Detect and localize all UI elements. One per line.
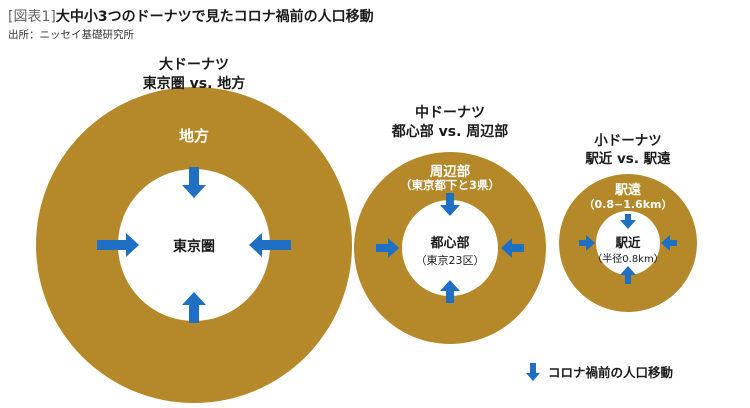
small-donut-inner-hole xyxy=(596,211,660,275)
small-donut-heading-line1: 小ドーナツ xyxy=(594,133,662,149)
small-donut-heading-line2: 駅近 vs. 駅遠 xyxy=(585,151,671,167)
figure-title: [図表1]大中小3つのドーナツで見たコロナ禍前の人口移動 xyxy=(8,6,374,26)
medium-donut-inner-sublabel: （東京23区） xyxy=(415,254,485,267)
large-donut-heading-line2: 東京圏 vs. 地方 xyxy=(142,76,246,92)
large-arrow-left-icon xyxy=(249,233,291,257)
small-arrow-left-icon xyxy=(661,235,677,251)
large-donut-inner-label: 東京圏 xyxy=(173,239,215,255)
figure-title-text: 大中小3つのドーナツで見たコロナ禍前の人口移動 xyxy=(55,9,374,25)
medium-donut-inner-hole xyxy=(402,200,498,296)
medium-donut-inner-label: 都心部 xyxy=(430,236,470,251)
small-arrow-right-icon xyxy=(579,235,595,251)
medium-donut-heading-line1: 中ドーナツ xyxy=(415,105,485,121)
source-note: 出所：ニッセイ基礎研究所 xyxy=(8,29,134,41)
small-donut-outer-sublabel: （0.8−1.6km） xyxy=(583,198,673,211)
medium-arrow-up-icon xyxy=(440,280,460,303)
legend-label: コロナ禍前の人口移動 xyxy=(548,365,674,380)
small-donut-inner-sublabel: （半径0.8km） xyxy=(592,254,664,265)
small-arrow-down-icon xyxy=(620,214,636,229)
small-donut-heading: 小ドーナツ 駅近 vs. 駅遠 xyxy=(558,132,698,168)
medium-arrow-down-icon xyxy=(440,193,460,216)
medium-arrow-left-icon xyxy=(501,238,524,258)
medium-donut-outer-label: 周辺部 xyxy=(429,164,471,180)
large-arrow-up-icon xyxy=(182,292,206,323)
small-arrow-up-icon xyxy=(620,266,636,284)
medium-donut-heading: 中ドーナツ 都心部 vs. 周辺部 xyxy=(360,104,540,142)
large-arrow-right-icon xyxy=(97,233,139,257)
large-arrow-down-icon xyxy=(182,167,206,198)
large-donut-heading-line1: 大ドーナツ xyxy=(159,57,229,73)
medium-donut-outer-sublabel: （東京都下と3県） xyxy=(399,178,500,192)
small-donut-outer-label: 駅遠 xyxy=(614,183,641,198)
small-donut-inner-label: 駅近 xyxy=(615,235,641,250)
large-donut-heading: 大ドーナツ 東京圏 vs. 地方 xyxy=(94,56,294,94)
medium-arrow-right-icon xyxy=(376,238,399,258)
legend-arrow-down-icon xyxy=(526,362,540,381)
figure-tag: [図表1] xyxy=(8,9,56,25)
legend: コロナ禍前の人口移動 xyxy=(526,362,673,381)
medium-donut-heading-line2: 都心部 vs. 周辺部 xyxy=(391,124,509,140)
large-donut-inner-hole xyxy=(118,169,270,321)
large-donut-outer-label: 地方 xyxy=(178,127,209,145)
